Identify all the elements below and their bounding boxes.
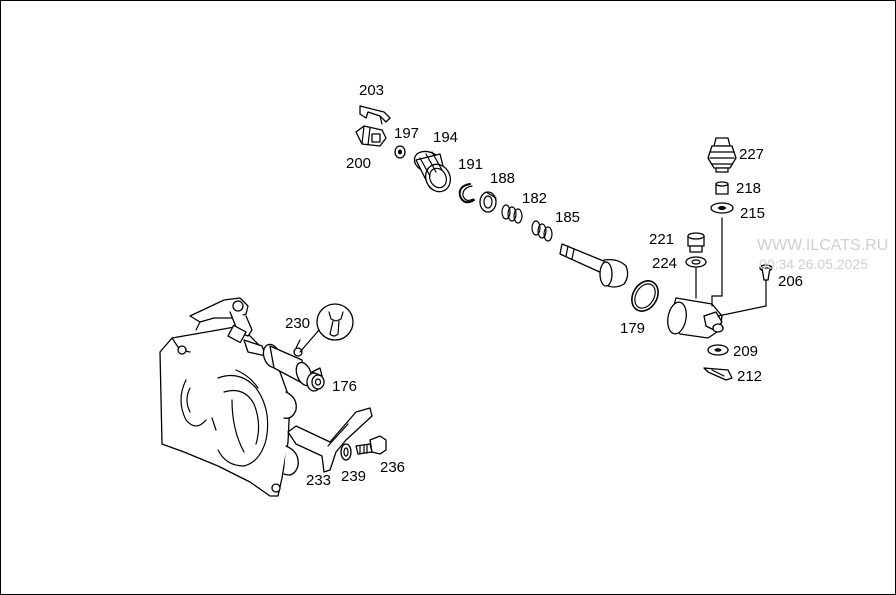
callout-176: 176: [332, 378, 357, 395]
callout-188: 188: [490, 170, 515, 187]
callout-239: 239: [341, 468, 366, 485]
part-239-washer: [340, 443, 352, 461]
callout-230: 230: [285, 315, 310, 332]
valve-body: [667, 217, 767, 339]
callout-212: 212: [737, 368, 762, 385]
callout-179: 179: [620, 320, 645, 337]
callout-197: 197: [394, 125, 419, 142]
part-188-ring: [479, 191, 497, 213]
callout-200: 200: [346, 155, 371, 172]
part-194-bellows: [413, 150, 452, 193]
part-200-sensor: [355, 125, 387, 147]
part-224-washer: [685, 256, 707, 268]
part-203-clip: [359, 105, 391, 125]
callout-233: 233: [306, 472, 331, 489]
callout-203: 203: [359, 82, 384, 99]
callout-182: 182: [522, 190, 547, 207]
callout-185: 185: [555, 209, 580, 226]
part-197-nut: [394, 145, 406, 159]
part-227-valve: [707, 137, 737, 173]
part-236-bolt: [355, 435, 387, 455]
callout-209: 209: [733, 343, 758, 360]
callout-227: 227: [739, 146, 764, 163]
callout-194: 194: [433, 129, 458, 146]
part-221-plug: [687, 232, 705, 253]
upper-lever: [189, 297, 253, 337]
part-233-fork: [287, 407, 373, 473]
part-191-snap-ring: [458, 183, 475, 204]
part-185-piston: [559, 243, 629, 288]
part-218-bushing: [715, 181, 729, 195]
watermark-site: WWW.ILCATS.RU: [757, 237, 889, 254]
wrench-icon: [299, 303, 354, 353]
callout-206: 206: [778, 273, 803, 290]
part-206-bolt: [759, 264, 773, 281]
callout-218: 218: [736, 180, 761, 197]
callout-215: 215: [740, 205, 765, 222]
watermark-timestamp: 00:34 26.05.2025: [759, 256, 868, 272]
callout-191: 191: [458, 156, 483, 173]
callout-224: 224: [652, 255, 677, 272]
part-209-washer: [707, 344, 729, 356]
watermark: WWW.ILCATS.RU 00:34 26.05.2025: [757, 237, 888, 273]
part-176: [311, 367, 325, 390]
part-215-washer: [710, 202, 734, 214]
part-185-spring: [531, 220, 553, 242]
housing-plate: [159, 325, 299, 497]
part-179-o-ring: [631, 280, 659, 312]
part-182-spring: [501, 204, 523, 224]
callout-236: 236: [380, 459, 405, 476]
part-212-clip: [703, 367, 733, 381]
callout-221: 221: [649, 231, 674, 248]
